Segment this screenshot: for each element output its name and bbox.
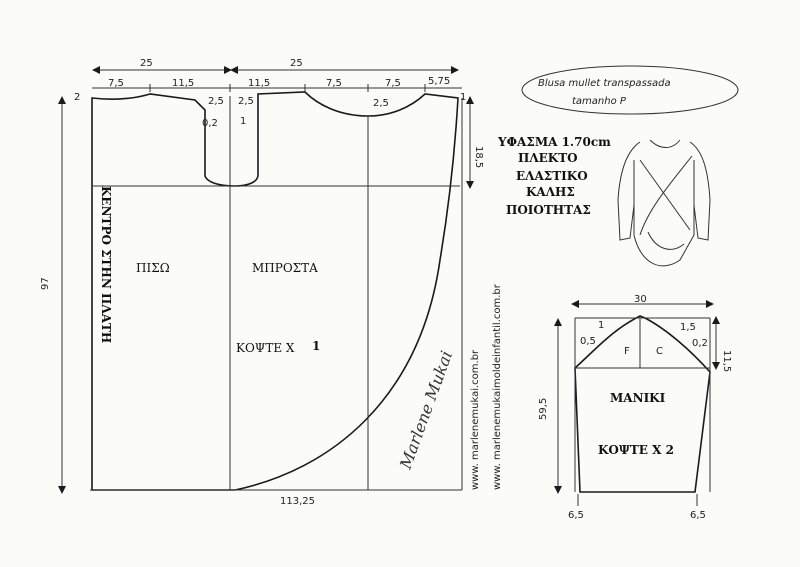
front-label: ΜΠΡΟΣΤΑ (252, 261, 318, 275)
seg-4: 7,5 (326, 78, 342, 89)
armhole-depth: 18,5 (473, 146, 484, 168)
body-outline (91, 91, 459, 491)
sleeve-right-mark: 1,5 (680, 322, 696, 333)
sleeve-cut-label: ΚΟΨΤΕ Χ 2 (598, 443, 674, 457)
height-label: 97 (40, 277, 51, 290)
sleeve-left-mark: 1 (598, 320, 604, 331)
cut-count: 1 (312, 339, 320, 353)
blouse-sketch-icon (617, 139, 711, 267)
sleeve-pattern (554, 300, 720, 506)
seg-1: 7,5 (108, 78, 124, 89)
sleeve-left-curve: 0,5 (580, 336, 596, 347)
sleeve-length: 59,5 (538, 398, 549, 420)
fabric-line-3: ΕΛΑΣΤΙΚΟ (516, 169, 588, 183)
sleeve-cap-height: 11,5 (721, 350, 732, 372)
sleeve-right-curve: 0,2 (692, 338, 708, 349)
seg-3: 11,5 (248, 78, 270, 89)
note-line-2: tamanho P (572, 96, 627, 107)
sleeve-f: F (624, 346, 630, 357)
neck-mark: 1 (240, 116, 246, 127)
watermark-1: www. marlenemukai.com.br (470, 349, 481, 490)
right-drop: 1 (460, 92, 466, 103)
back-label: ΠΙΣΩ (136, 261, 170, 275)
fabric-line-4: ΚΑΛΗΣ (526, 185, 575, 199)
cuff-left: 6,5 (568, 510, 584, 521)
hem-width: 113,25 (280, 496, 315, 507)
neck-depth-2: 2,5 (238, 96, 254, 107)
note-bubble (521, 65, 739, 115)
neck-curve-small: 0,2 (202, 118, 218, 129)
fabric-line-1: ΥΦΑΣΜΑ 1.70cm (497, 135, 611, 149)
seg-2: 11,5 (172, 78, 194, 89)
fabric-line-5: ΠΟΙΟΤΗΤΑΣ (506, 203, 591, 217)
sleeve-width: 30 (634, 294, 647, 305)
watermark-2: www. marlenemukaimoldeinfantil.com.br (492, 283, 503, 490)
sleeve-label: ΜΑΝΙΚΙ (610, 391, 666, 405)
top-width-left: 25 (140, 58, 153, 69)
seg-5: 7,5 (385, 78, 401, 89)
sleeve-c: C (656, 346, 663, 357)
note-line-1: Blusa mullet transpassada (538, 78, 671, 89)
neck-depth-3: 2,5 (373, 98, 389, 109)
top-width-right: 25 (290, 58, 303, 69)
left-drop: 2 (74, 92, 80, 103)
fabric-line-2: ΠΛΕΚΤΟ (518, 151, 578, 165)
neck-depth: 2,5 (208, 96, 224, 107)
fold-label: ΚΕΝΤΡΟ ΣΤΗΝ ΠΛΑΤΗ (99, 186, 113, 343)
body-pattern (58, 66, 474, 494)
seg-6: 5,75 (428, 76, 450, 87)
cuff-right: 6,5 (690, 510, 706, 521)
cut-label: ΚΟΨΤΕ Χ (236, 341, 295, 355)
